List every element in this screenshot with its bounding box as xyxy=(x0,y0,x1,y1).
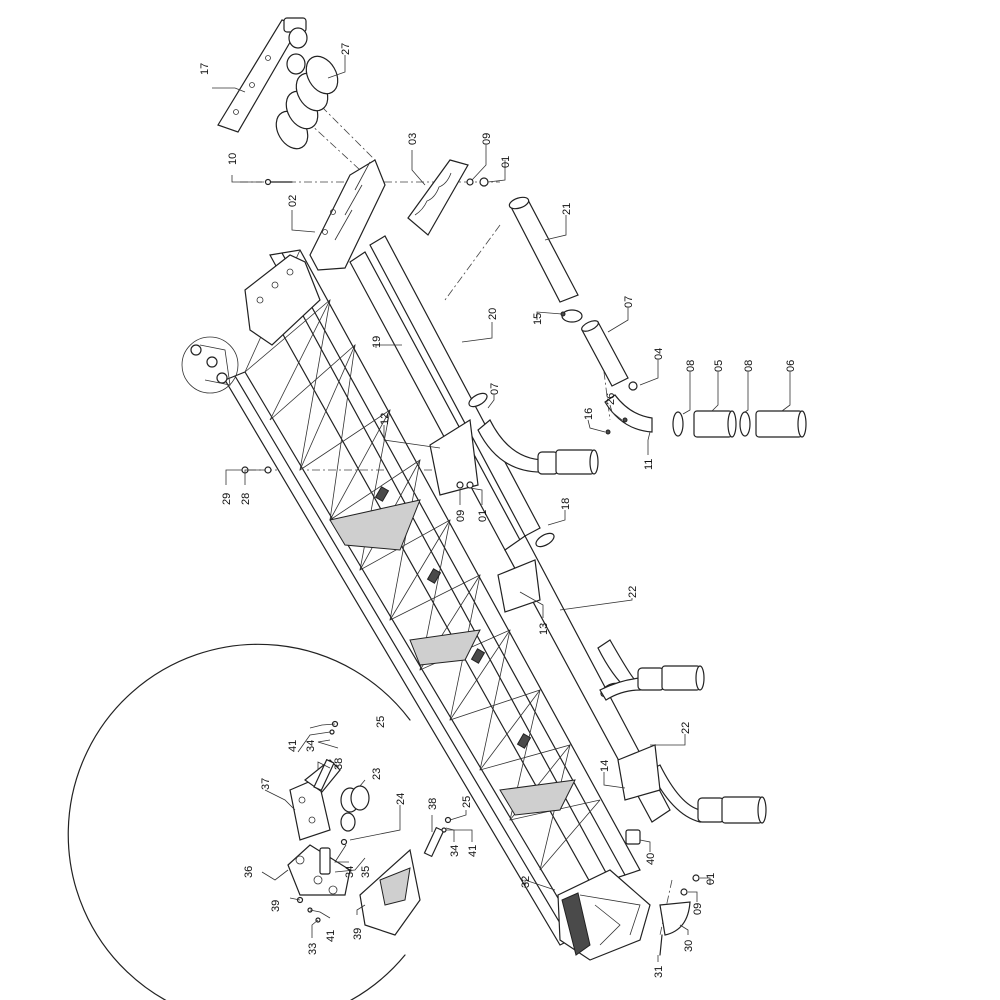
callout-34-detail-right: 34 xyxy=(449,845,461,857)
callout-09-top: 09 xyxy=(481,133,493,145)
callout-33: 33 xyxy=(307,943,319,955)
callout-39-detail-bottom: 39 xyxy=(352,928,364,940)
callout-06: 06 xyxy=(785,360,797,372)
elbow-11 xyxy=(604,381,653,433)
callout-08-a: 08 xyxy=(685,360,697,372)
callout-29: 29 xyxy=(221,493,233,505)
plate-30 xyxy=(659,901,691,936)
sleeve-05 xyxy=(693,410,737,438)
callout-labels: 17 27 10 03 09 01 02 21 20 19 15 07 07 0… xyxy=(199,43,797,978)
callout-08-b: 08 xyxy=(743,360,755,372)
callout-36: 36 xyxy=(243,866,255,878)
callout-04: 04 xyxy=(653,348,665,360)
rubber-buffers-27 xyxy=(275,27,339,150)
callout-28: 28 xyxy=(240,493,252,505)
nut-09-mid xyxy=(456,481,464,489)
callout-18: 18 xyxy=(560,498,572,510)
callout-10: 10 xyxy=(227,153,239,165)
callout-07-lower: 07 xyxy=(489,383,501,395)
ring-08-a xyxy=(672,411,684,437)
callout-17: 17 xyxy=(199,63,211,75)
callout-22-a: 22 xyxy=(627,586,639,598)
ring-08-b xyxy=(739,411,751,437)
callout-41-detail-right: 41 xyxy=(467,845,479,857)
nozzle-06 xyxy=(755,410,807,438)
callout-32: 32 xyxy=(520,876,532,888)
bracket-02 xyxy=(309,159,386,271)
bolt-10 xyxy=(264,178,293,186)
callout-34-detail-top: 34 xyxy=(305,740,317,752)
callout-14: 14 xyxy=(599,760,611,772)
bracket-12 xyxy=(429,418,479,496)
nut-28 xyxy=(264,466,272,474)
callout-31: 31 xyxy=(653,966,665,978)
clamp-03 xyxy=(407,159,469,236)
pipe-07 xyxy=(581,320,629,387)
callout-19: 19 xyxy=(371,336,383,348)
nozzle-elbow-middle xyxy=(597,639,705,701)
washer-01-mid xyxy=(466,481,474,489)
spray-pipes xyxy=(349,235,671,823)
callout-24: 24 xyxy=(395,793,407,805)
callout-25-detail-right: 25 xyxy=(461,796,473,808)
clamp-15 xyxy=(560,309,583,323)
callout-39-detail-left: 39 xyxy=(270,900,282,912)
callout-23: 23 xyxy=(371,768,383,780)
callout-30: 30 xyxy=(683,940,695,952)
nozzle-elbow-lower xyxy=(649,764,767,824)
callout-27: 27 xyxy=(340,43,352,55)
pipe-21 xyxy=(508,196,579,303)
washer-01-top xyxy=(479,177,489,187)
nozzle-elbow-upper xyxy=(477,419,599,475)
callout-21: 21 xyxy=(561,203,573,215)
callout-09-bottom: 09 xyxy=(692,903,704,915)
detail-reference-circle xyxy=(181,336,239,394)
callout-09-mid: 09 xyxy=(455,510,467,522)
callout-03: 03 xyxy=(407,133,419,145)
callout-11: 11 xyxy=(643,459,655,470)
callout-41-detail-bottom: 41 xyxy=(325,930,337,942)
callout-07-upper: 07 xyxy=(623,296,635,308)
callout-38-detail-top: 38 xyxy=(333,758,345,770)
callout-35: 35 xyxy=(360,866,372,878)
callout-02: 02 xyxy=(287,195,299,207)
callout-25-detail-top: 25 xyxy=(375,716,387,728)
callout-26: 26 xyxy=(605,393,617,405)
callout-40: 40 xyxy=(645,853,657,865)
callout-16: 16 xyxy=(583,408,595,420)
bolt-31 xyxy=(659,934,663,956)
callout-38-detail-right: 38 xyxy=(427,798,439,810)
main-truss-frame xyxy=(224,249,651,961)
callout-37: 37 xyxy=(260,778,272,790)
bracket-13 xyxy=(497,559,541,613)
callout-13: 13 xyxy=(538,623,550,635)
callout-22-b: 22 xyxy=(680,722,692,734)
callout-41-detail-top: 41 xyxy=(287,740,299,752)
callout-20: 20 xyxy=(487,308,499,320)
leader-lines xyxy=(212,55,791,962)
washer-01-bottom xyxy=(692,874,700,882)
callout-12: 12 xyxy=(379,413,391,425)
screw-26 xyxy=(622,417,628,423)
callout-01-bottom: 01 xyxy=(705,873,717,885)
nut-16 xyxy=(605,429,611,435)
callout-05: 05 xyxy=(713,360,725,372)
callout-15: 15 xyxy=(532,313,544,325)
callout-34-detail-mid: 34 xyxy=(344,866,356,878)
callout-01-top: 01 xyxy=(500,156,512,168)
part-40 xyxy=(625,829,641,845)
nut-09-bottom xyxy=(680,888,688,896)
detail-view xyxy=(67,643,452,1000)
bracket-14 xyxy=(617,744,661,801)
callout-01-mid: 01 xyxy=(477,510,489,522)
nut-09-top xyxy=(466,178,474,186)
